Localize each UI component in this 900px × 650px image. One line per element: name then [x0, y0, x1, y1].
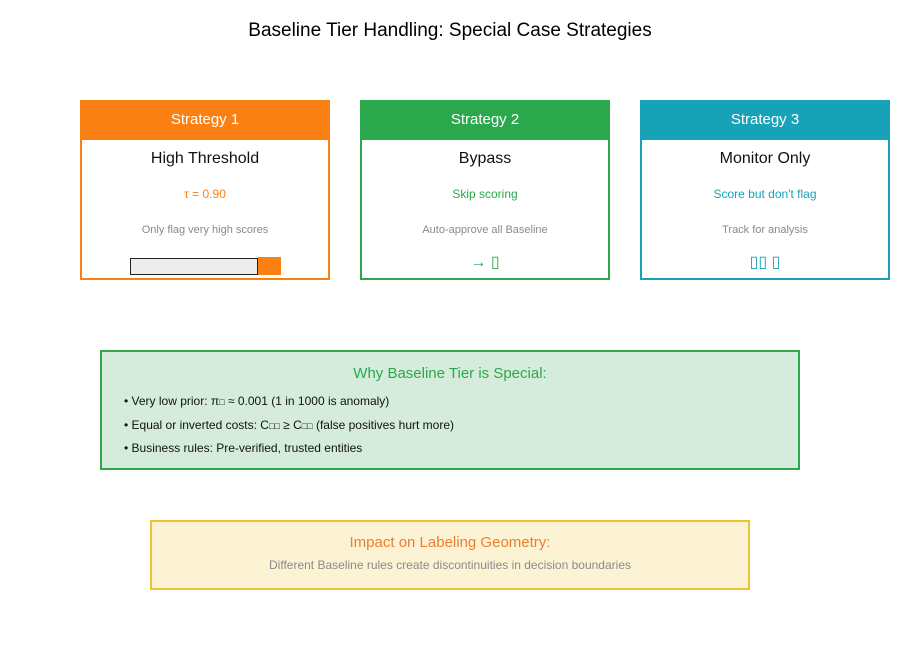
strategy-3-subtitle: Score but don't flag [713, 187, 817, 201]
impact-box-subtitle: Different Baseline rules create disconti… [269, 558, 631, 572]
strategy-2-description: Auto-approve all Baseline [422, 224, 548, 236]
threshold-bar [82, 257, 328, 275]
strategy-2-card: Strategy 2 Bypass Skip scoring Auto-appr… [360, 100, 610, 280]
threshold-bar-flagged-region [257, 257, 281, 275]
impact-geometry-box: Impact on Labeling Geometry: Different B… [150, 520, 750, 590]
why-bullet-business-rules: • Business rules: Pre-verified, trusted … [124, 441, 363, 455]
page-title: Baseline Tier Handling: Special Case Str… [248, 20, 652, 41]
why-baseline-special-box: Why Baseline Tier is Special: • Very low… [100, 350, 800, 470]
strategy-3-description: Track for analysis [722, 224, 808, 236]
strategy-3-name: Monitor Only [719, 150, 811, 167]
threshold-bar-track [129, 257, 258, 275]
impact-box-title: Impact on Labeling Geometry: [349, 534, 551, 551]
strategy-2-header: Strategy 2 [360, 100, 610, 140]
why-box-bullet-list: • Very low prior: π□ ≈ 0.001 (1 in 1000 … [124, 390, 782, 461]
strategy-1-subtitle: τ = 0.90 [184, 187, 226, 201]
strategy-2-subtitle: Skip scoring [452, 187, 518, 201]
why-bullet-low-prior: • Very low prior: π□ ≈ 0.001 (1 in 1000 … [124, 394, 390, 408]
why-box-title: Why Baseline Tier is Special: [353, 365, 547, 382]
strategy-1-card: Strategy 1 High Threshold τ = 0.90 Only … [80, 100, 330, 280]
arrow-and-box-icon: → ▯ [470, 254, 500, 271]
three-boxes-icon: ▯▯ ▯ [749, 254, 781, 271]
subscript-box-glyph: □□ [268, 420, 280, 431]
strategy-1-header: Strategy 1 [80, 100, 330, 140]
strategy-1-description: Only flag very high scores [141, 224, 269, 236]
strategy-3-header: Strategy 3 [640, 100, 890, 140]
why-bullet-costs: • Equal or inverted costs: C□□ ≥ C□□ (fa… [124, 417, 454, 432]
strategy-2-body: Bypass Skip scoring Auto-approve all Bas… [360, 140, 610, 280]
strategy-1-body: High Threshold τ = 0.90 Only flag very h… [80, 140, 330, 280]
strategy-3-card: Strategy 3 Monitor Only Score but don't … [640, 100, 890, 280]
subscript-box-glyph: □ [219, 397, 225, 407]
strategy-2-name: Bypass [458, 150, 512, 167]
strategy-1-name: High Threshold [150, 150, 260, 167]
strategy-3-body: Monitor Only Score but don't flag Track … [640, 140, 890, 280]
subscript-box-glyph: □□ [301, 420, 313, 431]
